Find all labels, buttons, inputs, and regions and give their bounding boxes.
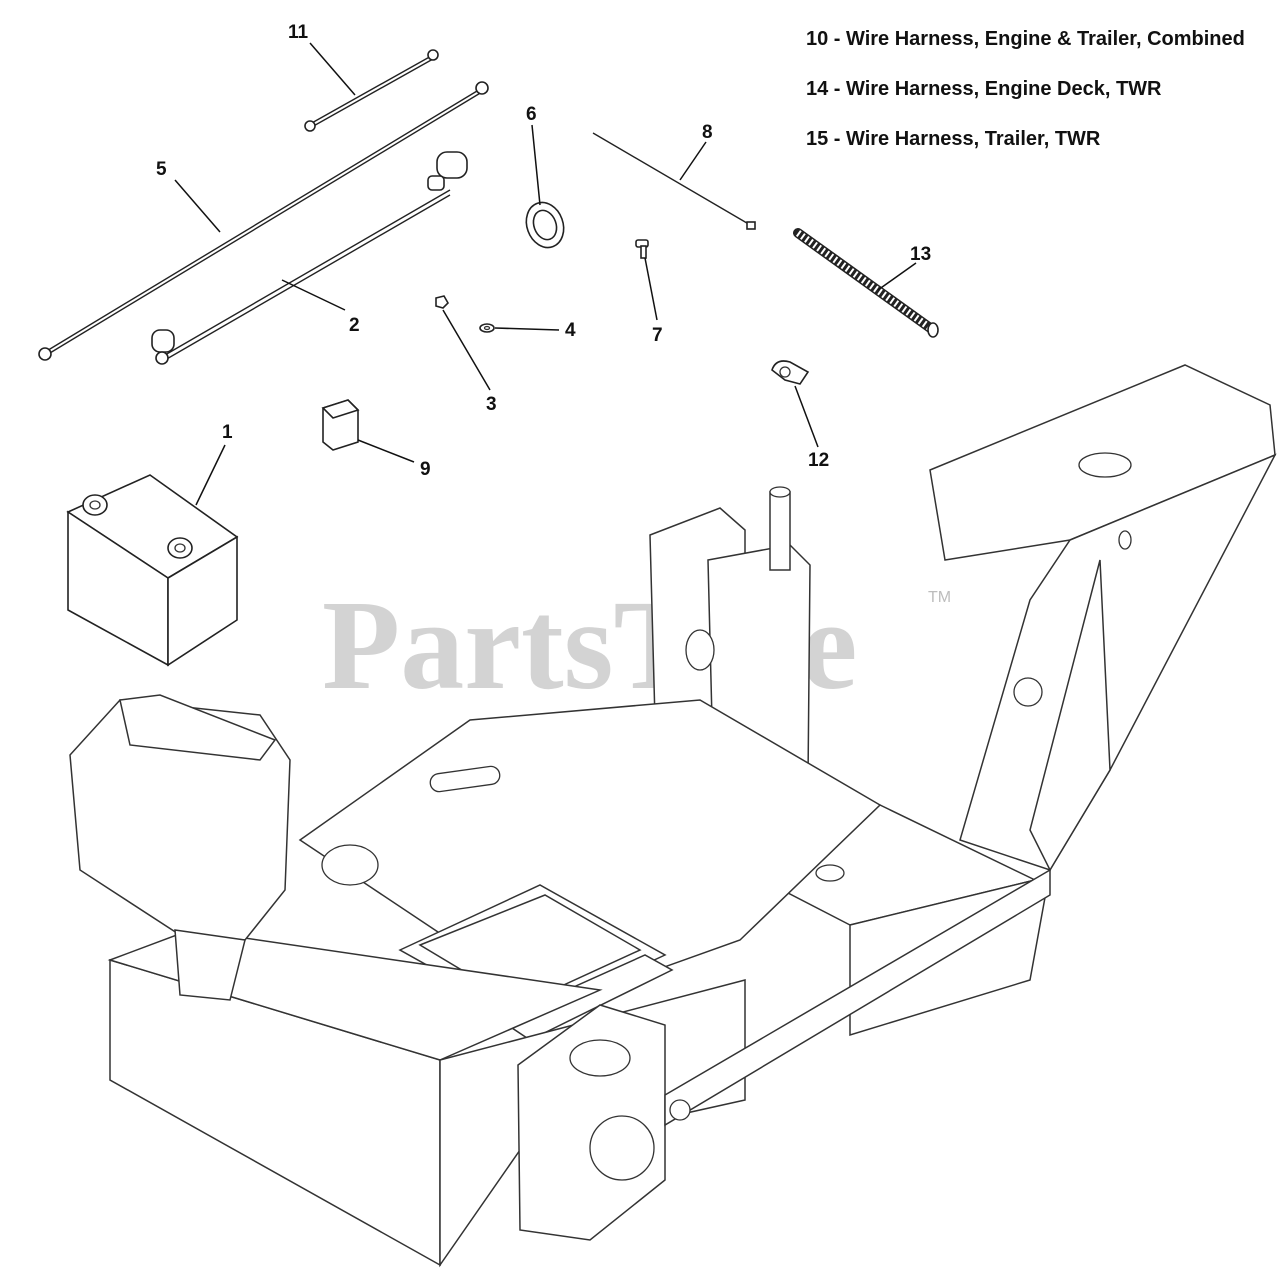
callout-12: 12 — [808, 450, 829, 471]
ground-strap — [304, 49, 439, 132]
battery-cable-black — [38, 81, 489, 361]
cable-tie — [592, 132, 756, 230]
legend-item: 10 - Wire Harness, Engine & Trailer, Com… — [806, 28, 1245, 50]
bolt — [635, 239, 649, 259]
legend-item: 14 - Wire Harness, Engine Deck, TWR — [806, 78, 1162, 100]
battery — [66, 474, 239, 667]
callout-11: 11 — [288, 22, 309, 43]
callout-1: 1 — [222, 422, 233, 443]
washer — [479, 323, 495, 333]
relay — [321, 399, 360, 451]
callout-8: 8 — [702, 122, 713, 143]
legend-item: 15 - Wire Harness, Trailer, TWR — [806, 128, 1101, 150]
callout-2: 2 — [349, 315, 360, 336]
callout-9: 9 — [420, 459, 431, 480]
mower-frame-assembly — [69, 364, 1277, 1268]
callout-3: 3 — [486, 394, 497, 415]
callout-labels: 1 2 3 4 5 6 7 8 9 11 12 13 — [156, 22, 931, 480]
leader-lines — [174, 42, 917, 506]
cable-clamp — [771, 360, 810, 385]
loom-tubing — [793, 228, 939, 338]
callout-13: 13 — [910, 244, 931, 265]
callout-7: 7 — [652, 325, 663, 346]
callout-5: 5 — [156, 159, 167, 180]
callout-6: 6 — [526, 104, 537, 125]
grommet — [525, 201, 565, 249]
hex-nut — [435, 295, 449, 309]
callout-4: 4 — [565, 320, 576, 341]
parts-legend: 10 - Wire Harness, Engine & Trailer, Com… — [806, 14, 1245, 164]
battery-cable-red — [151, 151, 468, 365]
watermark-trademark: TM — [928, 589, 951, 606]
